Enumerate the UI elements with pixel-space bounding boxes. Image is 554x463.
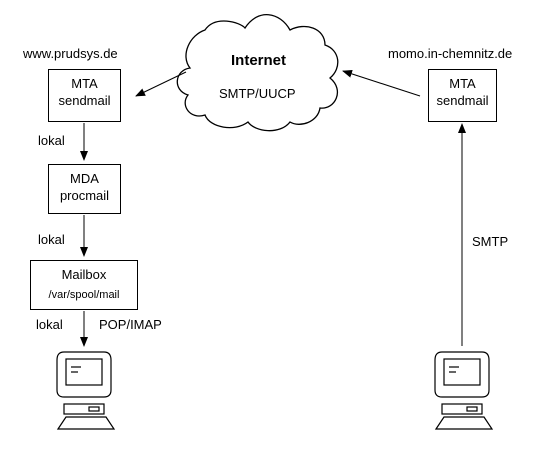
mta-right-label: MTA xyxy=(449,76,476,91)
mailbox-path: /var/spool/mail xyxy=(48,289,120,301)
mailbox-box: Mailbox /var/spool/mail xyxy=(30,260,138,310)
mda-program: procmail xyxy=(59,188,110,203)
mta-box-right: MTA sendmail xyxy=(428,69,497,122)
mda-box: MDA procmail xyxy=(48,164,121,214)
edge-label-lokal-2: lokal xyxy=(38,232,65,247)
cloud-title: Internet xyxy=(231,52,287,69)
mta-right-program: sendmail xyxy=(436,93,489,108)
edge-label-lokal-3: lokal xyxy=(36,317,63,332)
mta-box-left: MTA sendmail xyxy=(48,69,121,122)
right-host-name: momo.in-chemnitz.de xyxy=(388,46,513,61)
edge-label-pop-imap: POP/IMAP xyxy=(99,317,162,332)
cloud-protocol: SMTP/UUCP xyxy=(219,86,296,101)
arrow-cloud-to-left-mta xyxy=(135,71,187,97)
mta-left-program: sendmail xyxy=(58,93,111,108)
computer-terminal-icon xyxy=(434,351,494,430)
computer-terminal-icon xyxy=(56,351,116,430)
left-host-name: www.prudsys.de xyxy=(23,46,118,61)
mta-left-label: MTA xyxy=(71,76,98,91)
cloud-icon xyxy=(176,14,339,132)
arrow-right-mta-to-cloud xyxy=(342,69,421,97)
mailbox-label: Mailbox xyxy=(61,267,107,282)
edge-label-smtp: SMTP xyxy=(472,234,509,249)
edge-label-lokal-1: lokal xyxy=(38,133,65,148)
mda-label: MDA xyxy=(70,171,99,186)
